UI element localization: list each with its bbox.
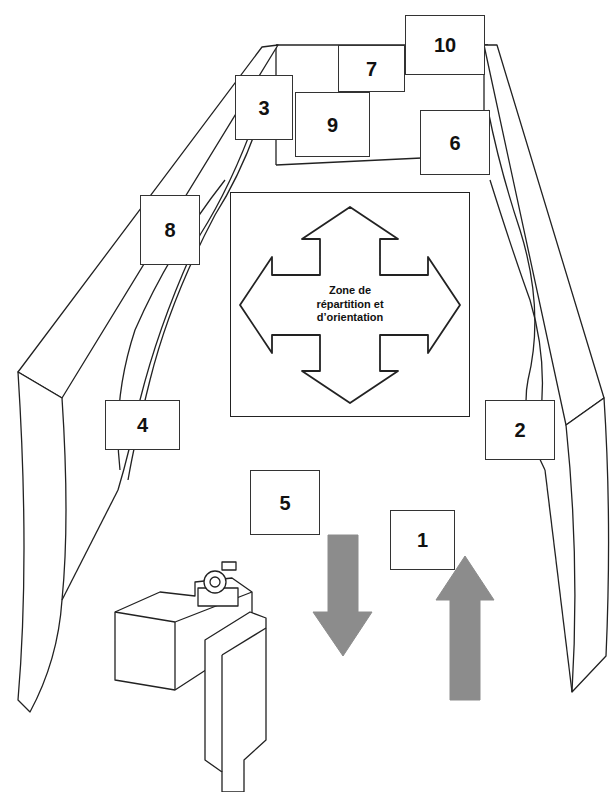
- counter-edge: [115, 612, 175, 622]
- callout-number: 9: [327, 115, 338, 135]
- right-wall-top: [484, 45, 604, 425]
- cash-register-screen: [204, 571, 226, 593]
- callout-box: 3: [235, 75, 293, 140]
- left-shelf-base: [62, 490, 118, 600]
- counter-bar-edge: [222, 628, 266, 655]
- callout-box: 9: [295, 92, 370, 157]
- callout-number: 6: [449, 133, 460, 153]
- flow-arrow-down: [313, 535, 372, 656]
- zone-label: Zone de répartition et d’orientation: [300, 283, 400, 326]
- right-shelf-base: [545, 470, 572, 692]
- cash-register-display: [222, 562, 236, 570]
- callout-number: 3: [258, 98, 269, 118]
- four-way-arrow: [240, 207, 460, 403]
- cash-register-screen: [210, 577, 220, 587]
- callout-number: 7: [366, 59, 377, 79]
- callout-box: 4: [105, 400, 180, 450]
- counter-bar: [205, 612, 266, 792]
- callout-number: 5: [279, 493, 290, 513]
- callout-number: 8: [164, 220, 175, 240]
- counter-edge: [174, 622, 175, 690]
- callout-box: 2: [485, 400, 555, 460]
- right-wall-end: [566, 398, 609, 692]
- flow-arrow-up: [436, 556, 494, 700]
- callout-box: 1: [390, 510, 455, 570]
- callout-number: 2: [514, 420, 525, 440]
- zone-box: Zone de répartition et d’orientation: [230, 192, 470, 417]
- counter-bar-edge: [221, 655, 222, 772]
- callout-box: 10: [405, 15, 485, 75]
- callout-box: 6: [420, 110, 490, 175]
- right-shelf: [490, 180, 542, 420]
- callout-number: 1: [417, 530, 428, 550]
- callout-number: 4: [137, 415, 148, 435]
- callout-box: 7: [338, 45, 405, 92]
- left-wall-end: [18, 372, 66, 712]
- callout-number: 10: [434, 35, 456, 55]
- callout-box: 8: [140, 195, 200, 265]
- left-shelf: [118, 100, 262, 490]
- callout-box: 5: [250, 470, 320, 535]
